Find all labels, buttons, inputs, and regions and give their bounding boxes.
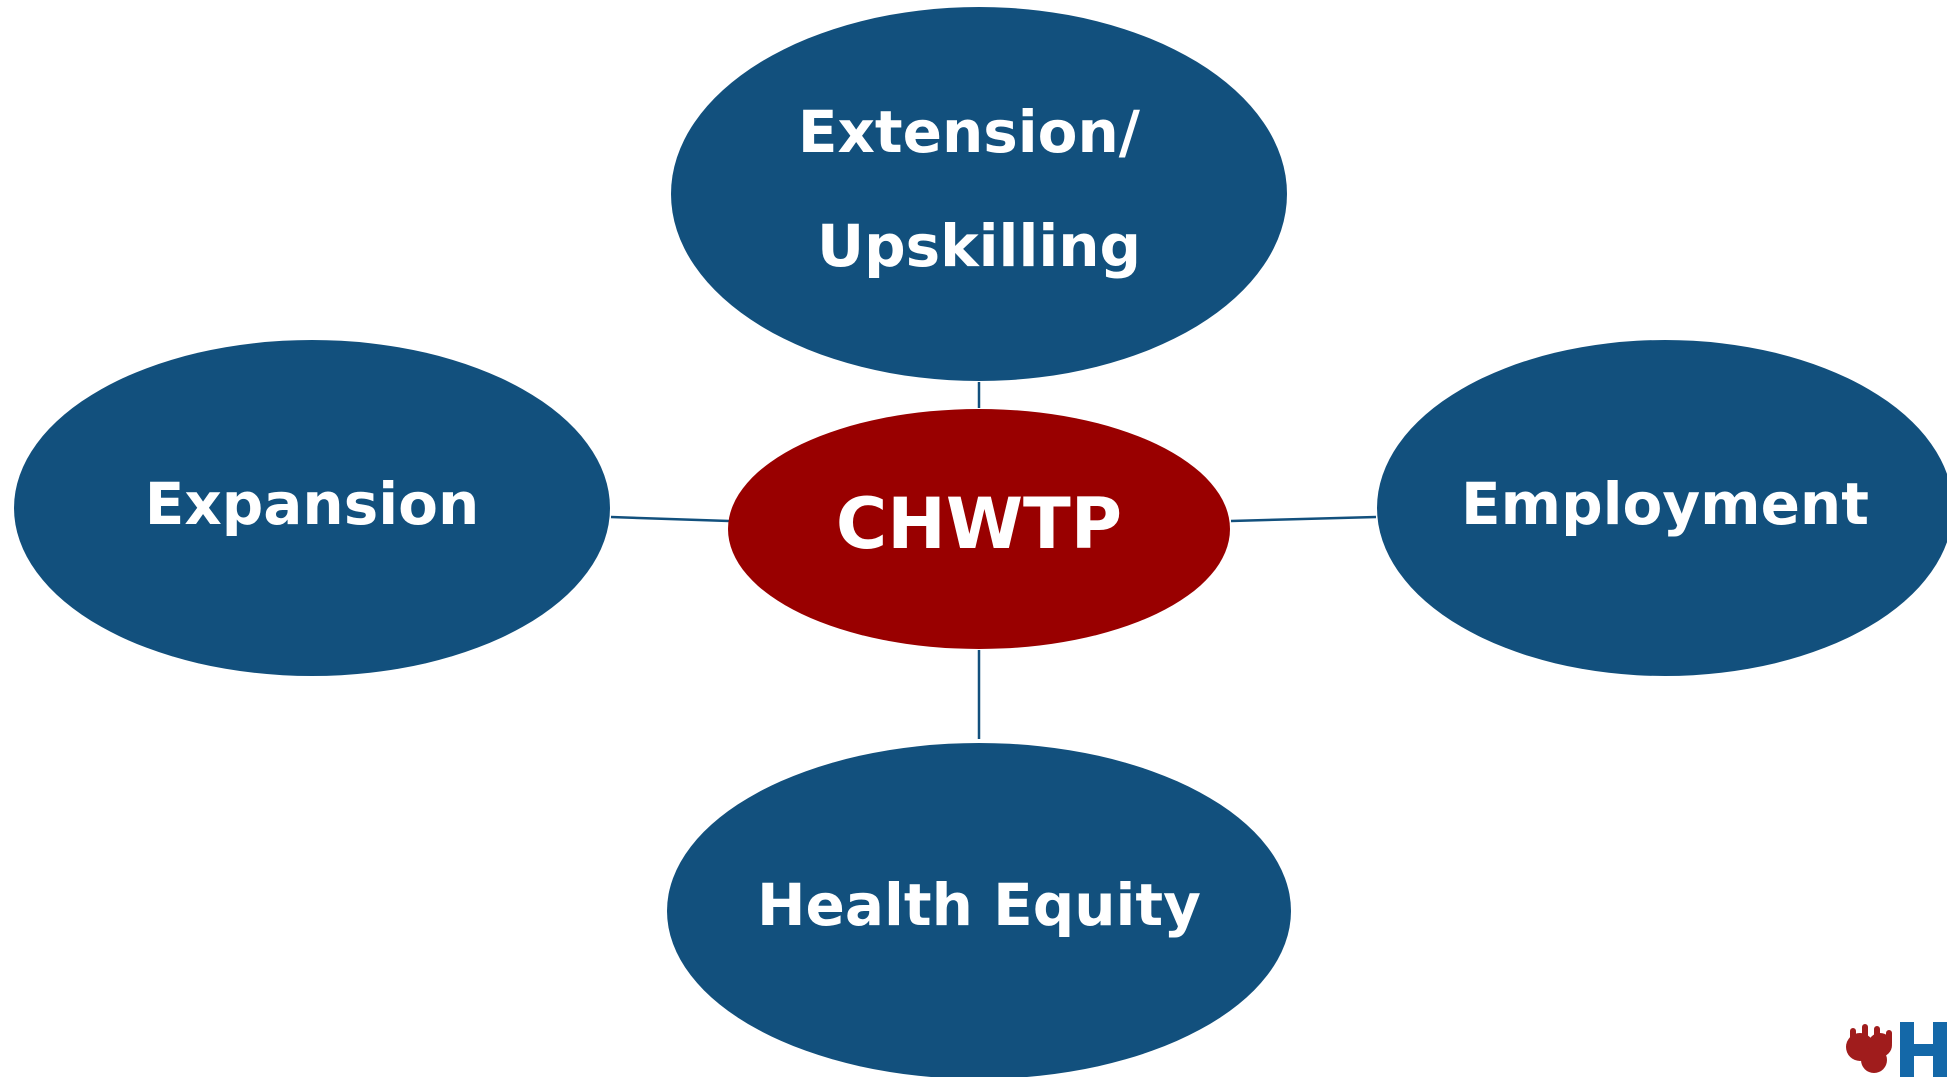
- node-employment: Employment: [1377, 340, 1947, 676]
- node-health-equity: Health Equity: [667, 743, 1291, 1077]
- node-employment-label: Employment: [1461, 470, 1869, 538]
- node-center-chwtp-label: CHWTP: [836, 483, 1122, 565]
- node-expansion-shape: [14, 340, 610, 676]
- node-extension-upskilling-label-line1: Extension/: [798, 98, 1141, 166]
- node-center-chwtp: CHWTP: [728, 409, 1230, 649]
- logo-letter-h: [1900, 1022, 1947, 1077]
- node-center-chwtp-shape: [728, 409, 1230, 649]
- node-extension-upskilling: Extension/ Upskilling: [671, 7, 1287, 381]
- node-extension-upskilling-label-line2: Upskilling: [817, 212, 1141, 280]
- node-expansion-label: Expansion: [145, 470, 480, 538]
- node-expansion: Expansion: [14, 340, 610, 676]
- node-health-equity-shape: [667, 743, 1291, 1077]
- corner-logo: [1846, 1022, 1947, 1077]
- node-health-equity-label: Health Equity: [757, 871, 1201, 939]
- node-extension-upskilling-shape: [671, 7, 1287, 381]
- node-employment-shape: [1377, 340, 1947, 676]
- connector-left: [610, 515, 730, 523]
- svg-text:Extension/ Upskilling: Extension/ Upskilling: [798, 98, 1160, 280]
- connector-right: [1230, 515, 1377, 523]
- hands-icon: [1846, 1024, 1892, 1073]
